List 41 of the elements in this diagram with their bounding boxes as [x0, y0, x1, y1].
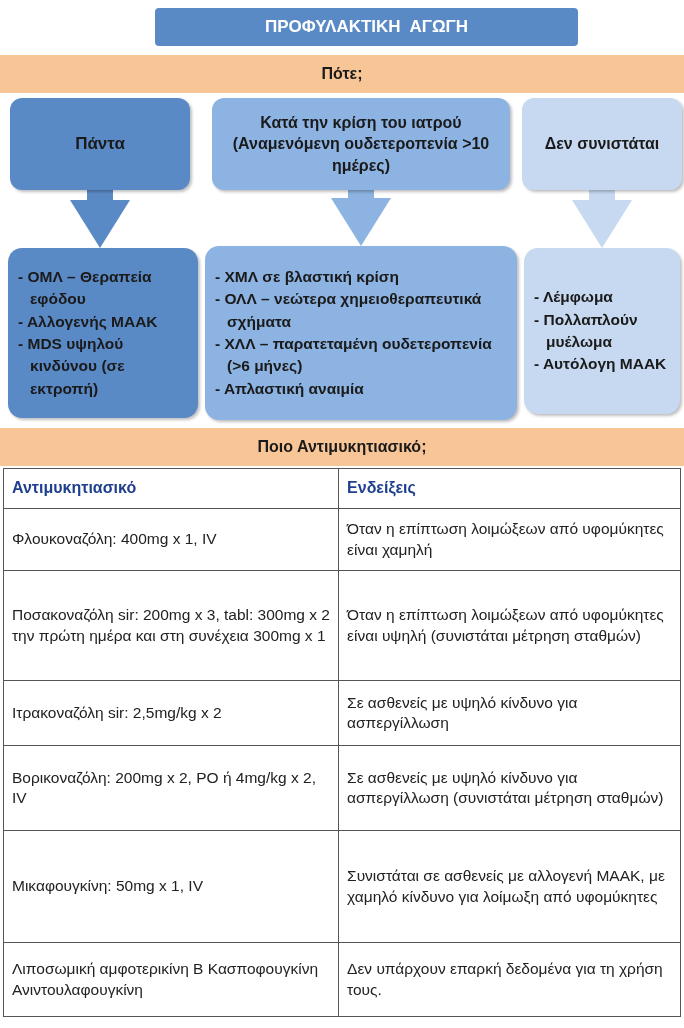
- header-cell: Αντιμυκητιασικό: [3, 468, 339, 509]
- condition-box: [8, 248, 198, 418]
- box-label: Πάντα: [74, 132, 126, 155]
- category-box: [212, 98, 510, 190]
- category-box: [10, 98, 190, 190]
- condition-item: - ΧΛΛ – παρατεταμένη ουδετεροπενία (>6 μήνες): [214, 334, 493, 377]
- table-cell: Σε ασθενείς με υψηλό κίνδυνο για ασπεργίλλωση (συνιστάται μέτρηση σταθμών): [338, 745, 681, 831]
- condition-item: - ΟΜΛ – Θεραπεία εφόδου: [17, 266, 153, 310]
- box-label: Κατά την κρίση του ιατρού (Αναμενόμενη ουδετεροπενία >10 ημέρες): [231, 112, 491, 176]
- condition-item: - Λέμφωμα: [533, 287, 614, 308]
- table-cell: Συνιστάται σε ασθενείς με αλλογενή ΜΑΑΚ, με χαμηλό κίνδυνο για λοίμωξη από υφομύκητες: [338, 830, 681, 943]
- condition-box: [524, 248, 680, 414]
- table-cell: Δεν υπάρχουν επαρκή δεδομένα για τη χρήση τους.: [338, 942, 681, 1017]
- header-cell: Ενδείξεις: [338, 468, 681, 509]
- box-label: Ποιο Αντιμυκητιασικό;: [256, 437, 428, 458]
- condition-item: - ΧΜΛ σε βλαστική κρίση: [214, 266, 400, 287]
- condition-item: - ΟΛΛ – νεώτερα χημειοθεραπευτικά σχήματα: [214, 289, 483, 332]
- table-cell: Όταν η επίπτωση λοιμώξεων από υφομύκητες είναι υψηλή (συνιστάται μέτρηση σταθμών): [338, 570, 681, 681]
- condition-item: - Πολλαπλούν μυέλωμα: [533, 309, 639, 352]
- table-cell: Σε ασθενείς με υψηλό κίνδυνο για ασπεργίλλωση: [338, 680, 681, 746]
- section-band: [0, 55, 684, 93]
- section-band: [0, 428, 684, 466]
- box-label: Δεν συνιστάται: [543, 134, 661, 155]
- table-cell: Ιτρακοναζόλη sir: 2,5mg/kg x 2: [3, 680, 339, 746]
- condition-box: [205, 246, 517, 420]
- table-cell: Λιποσωμική αμφοτερικίνη Β Κασποφουγκίνη Ανιντουλαφουγκίνη: [3, 942, 339, 1017]
- arrow: [70, 190, 130, 248]
- arrow: [331, 190, 391, 246]
- condition-item: - Αλλογενής ΜΑΑΚ: [17, 311, 159, 332]
- table-cell: Ποσακοναζόλη sir: 200mg x 3, tabl: 300mg x 2 την πρώτη ημέρα και στη συνέχεια 300mg x 1: [3, 570, 339, 681]
- table-cell: Φλουκοναζόλη: 400mg x 1, IV: [3, 508, 339, 571]
- table-cell: Όταν η επίπτωση λοιμώξεων από υφομύκητες είναι χαμηλή: [338, 508, 681, 571]
- title-banner: ΠΡΟΦΥΛΑΚΤΙΚΗ ΑΓΩΓΗ: [155, 8, 578, 46]
- box-label: Πότε;: [320, 64, 364, 85]
- condition-item: - MDS υψηλού κινδύνου (σε εκτροπή): [17, 334, 126, 399]
- arrow: [572, 190, 632, 248]
- condition-item: - Αυτόλογη ΜΑΑΚ: [533, 354, 668, 375]
- category-box: [522, 98, 682, 190]
- condition-item: - Απλαστική αναιμία: [214, 378, 365, 399]
- table-cell: Βορικοναζόλη: 200mg x 2, PO ή 4mg/kg x 2, IV: [3, 745, 339, 831]
- table-cell: Μικαφουγκίνη: 50mg x 1, IV: [3, 830, 339, 943]
